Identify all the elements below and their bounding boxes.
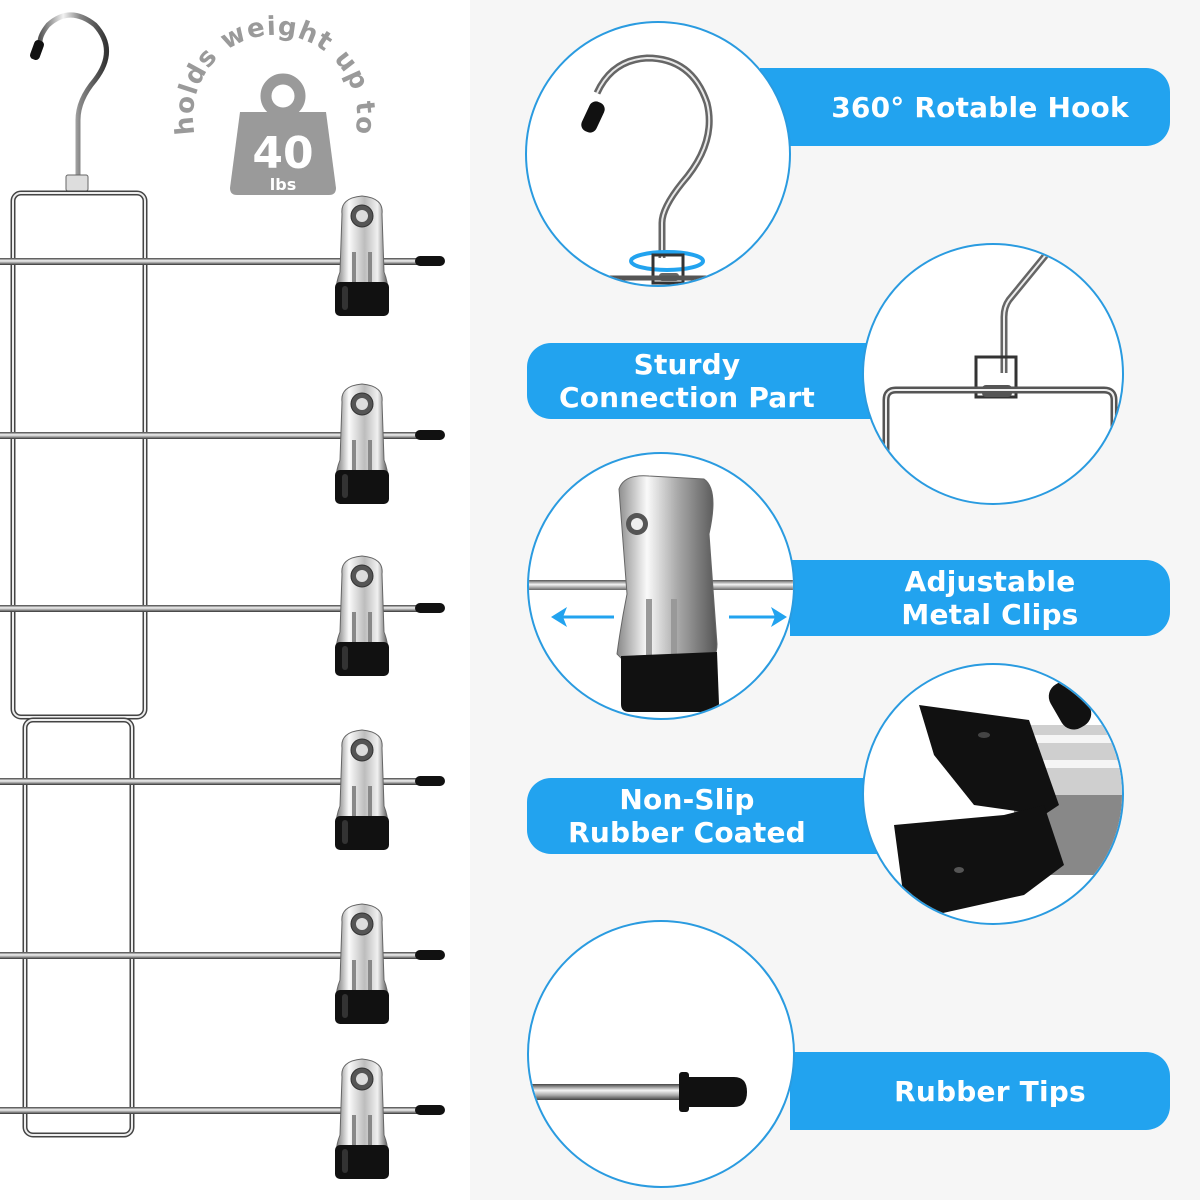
weight-unit: lbs xyxy=(270,175,296,194)
product-illustration-panel: holds weight up to 40 lbs xyxy=(0,0,470,1200)
metal-clips xyxy=(334,195,390,1180)
detail-circle-tips xyxy=(527,920,795,1188)
feature-label-line1: Adjustable xyxy=(904,565,1076,598)
rubber-tip-image xyxy=(529,1072,747,1112)
weight-value: 40 xyxy=(252,128,313,179)
feature-label-line2: Rubber Coated xyxy=(568,816,806,849)
feature-label-line2: Connection Part xyxy=(559,381,815,414)
detail-circle-connection xyxy=(862,243,1124,505)
feature-label: 360° Rotable Hook xyxy=(831,90,1129,124)
weight-capacity-badge: holds weight up to 40 lbs xyxy=(170,12,379,195)
feature-label: Rubber Tips xyxy=(894,1074,1086,1108)
feature-badge-hook: 360° Rotable Hook xyxy=(760,68,1170,146)
hook-illustration xyxy=(30,12,109,192)
feature-badge-rubber-coated: Non-Slip Rubber Coated xyxy=(527,778,887,854)
connection-part-image xyxy=(882,245,1118,503)
rotating-hook-image xyxy=(581,54,738,285)
slide-right-arrow-icon xyxy=(729,607,787,627)
detail-circle-hook xyxy=(525,21,791,287)
adjustable-clip-image xyxy=(529,475,793,712)
multi-tier-hanger-illustration: holds weight up to 40 lbs xyxy=(0,12,445,1180)
hanger-bars xyxy=(0,258,420,1114)
feature-badge-clips: Adjustable Metal Clips xyxy=(790,560,1170,636)
detail-circle-rubber-coated xyxy=(862,663,1124,925)
feature-label-line2: Metal Clips xyxy=(901,598,1079,631)
slide-left-arrow-icon xyxy=(551,607,614,627)
feature-badge-connection: Sturdy Connection Part xyxy=(527,343,887,419)
feature-badge-tips: Rubber Tips xyxy=(790,1052,1170,1130)
feature-label-line1: Sturdy xyxy=(633,348,741,381)
feature-label-line1: Non-Slip xyxy=(619,783,755,816)
rubber-coated-jaws-image xyxy=(894,680,1122,915)
detail-circle-clips xyxy=(527,452,795,720)
rubber-tips xyxy=(415,256,445,1115)
